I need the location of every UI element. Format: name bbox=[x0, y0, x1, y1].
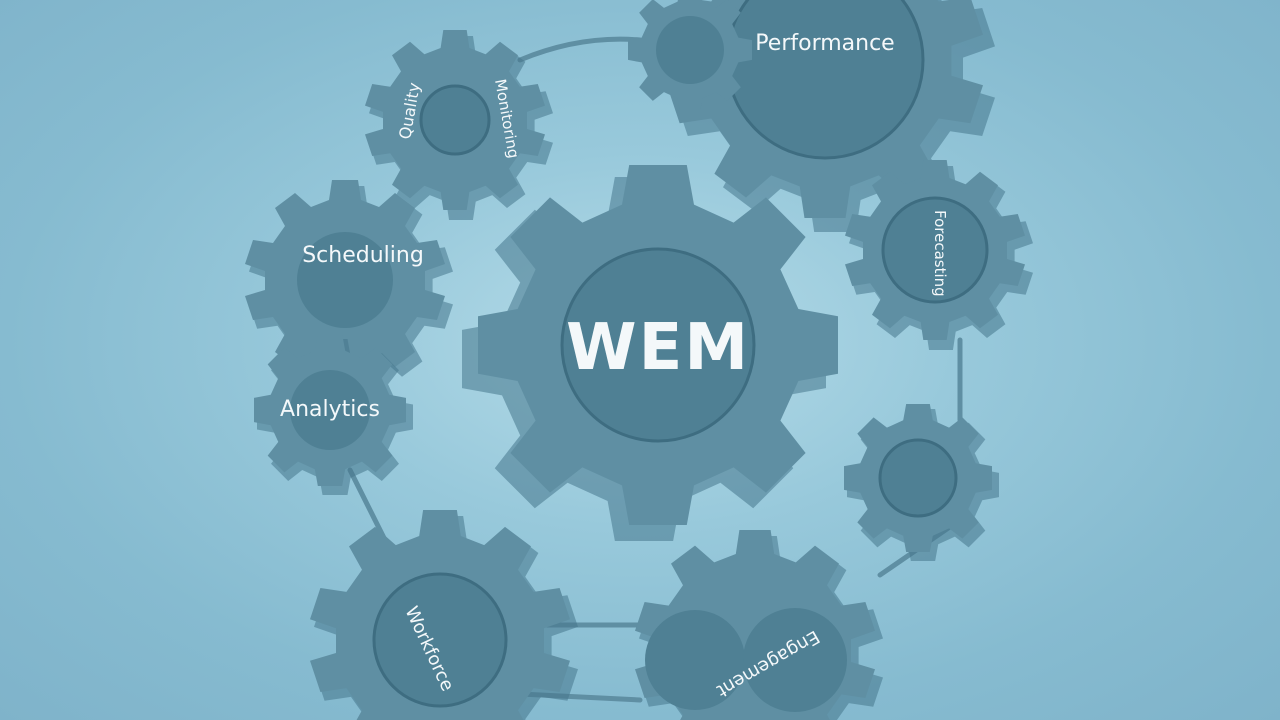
label-performance: Performance bbox=[755, 31, 894, 56]
gear-scheduling: Scheduling bbox=[245, 180, 453, 390]
gear-workforce: Workforce bbox=[310, 510, 578, 720]
gear-center-wem: WEM bbox=[462, 165, 838, 541]
label-forecasting: Forecasting bbox=[931, 210, 949, 297]
center-label: WEM bbox=[566, 311, 750, 385]
gear-forecasting: Forecasting bbox=[845, 160, 1033, 350]
gear-performance-side bbox=[628, 0, 752, 112]
gear-performance: Performance bbox=[667, 0, 995, 232]
gear-right-lower bbox=[844, 404, 999, 561]
gear-analytics: Analytics bbox=[254, 334, 413, 495]
gear-engagement: Engagement bbox=[635, 530, 883, 720]
label-scheduling: Scheduling bbox=[302, 243, 424, 268]
label-analytics: Analytics bbox=[280, 397, 380, 422]
gear-quality: Quality Monitoring bbox=[365, 30, 553, 220]
